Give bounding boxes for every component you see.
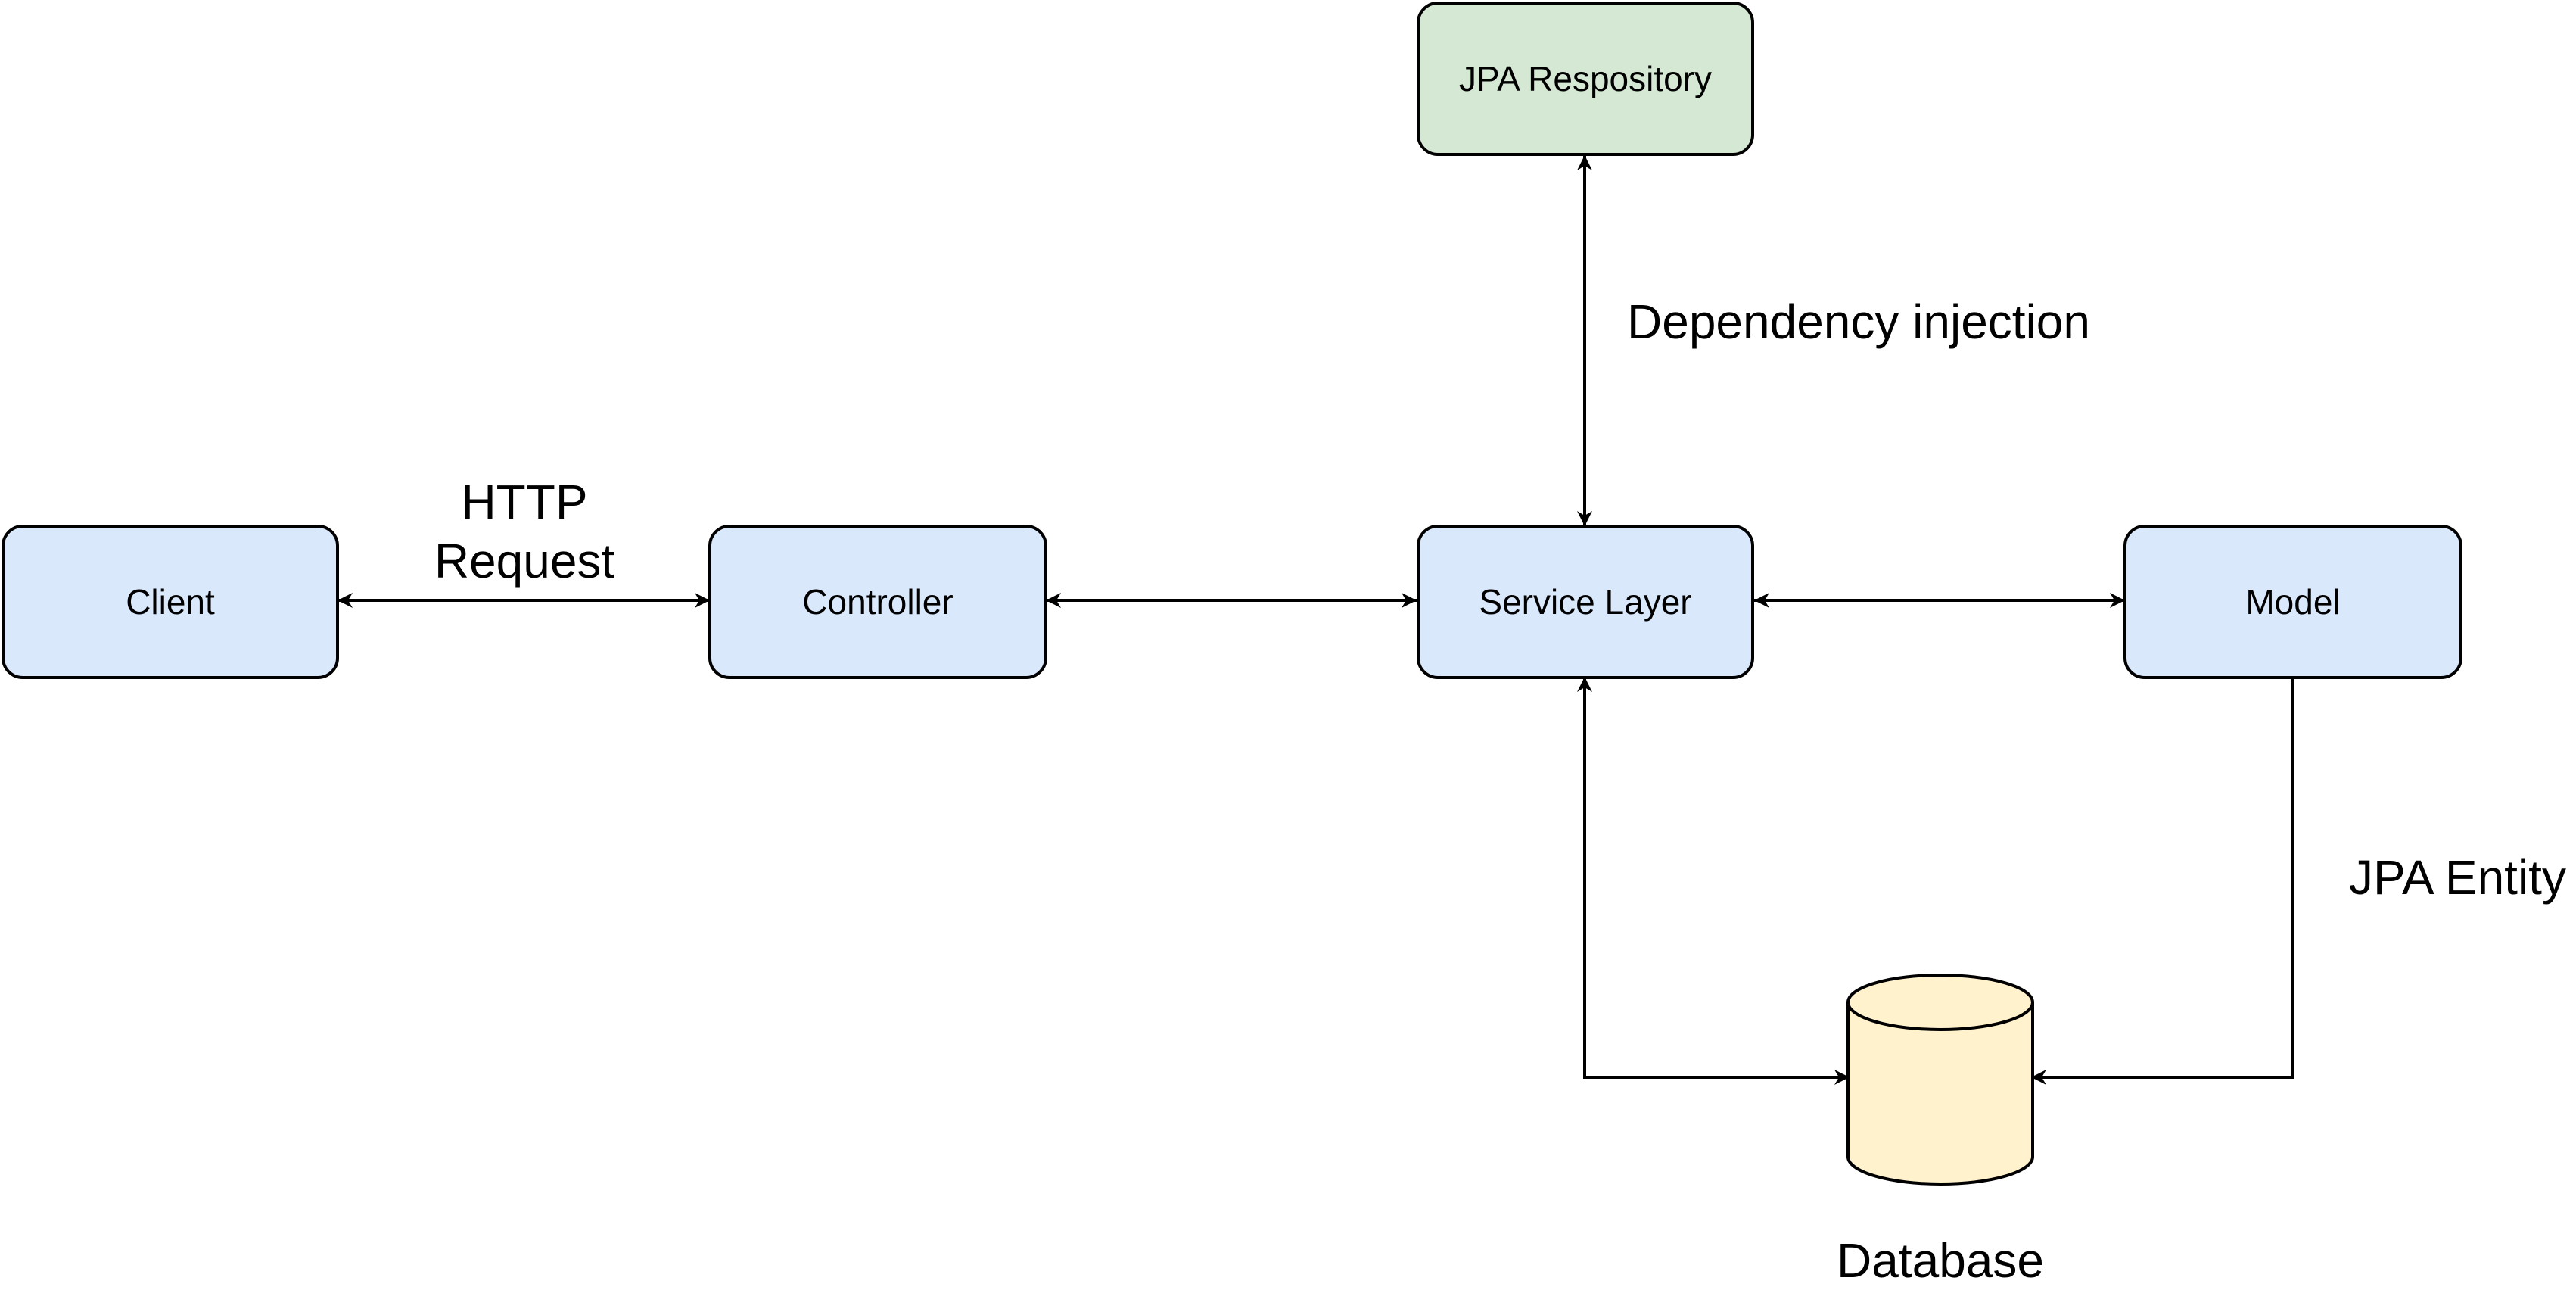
model-label: Model [2245,582,2341,622]
model-node[interactable]: Model [2123,525,2462,679]
http-request-line1: HTTP [461,475,588,529]
jpa-entity-label: JPA Entity [2349,850,2566,905]
model-database-connector [2031,677,2294,1085]
controller-node[interactable]: Controller [708,525,1047,679]
client-node[interactable]: Client [2,525,339,679]
jpa-repository-label: JPA Respository [1458,59,1713,98]
client-label: Client [126,582,215,622]
service-layer-label: Service Layer [1479,582,1692,622]
http-request-label: HTTP Request [411,472,638,590]
controller-label: Controller [802,582,954,622]
jpa-repository-node[interactable]: JPA Respository [1417,2,1754,156]
database-cylinder[interactable] [1846,974,2034,1186]
database-label: Database [1837,1233,2044,1288]
service-layer-node[interactable]: Service Layer [1417,525,1754,679]
service-database-connector [1577,677,1850,1085]
http-request-line2: Request [434,534,615,588]
dependency-injection-label: Dependency injection [1627,294,2090,349]
